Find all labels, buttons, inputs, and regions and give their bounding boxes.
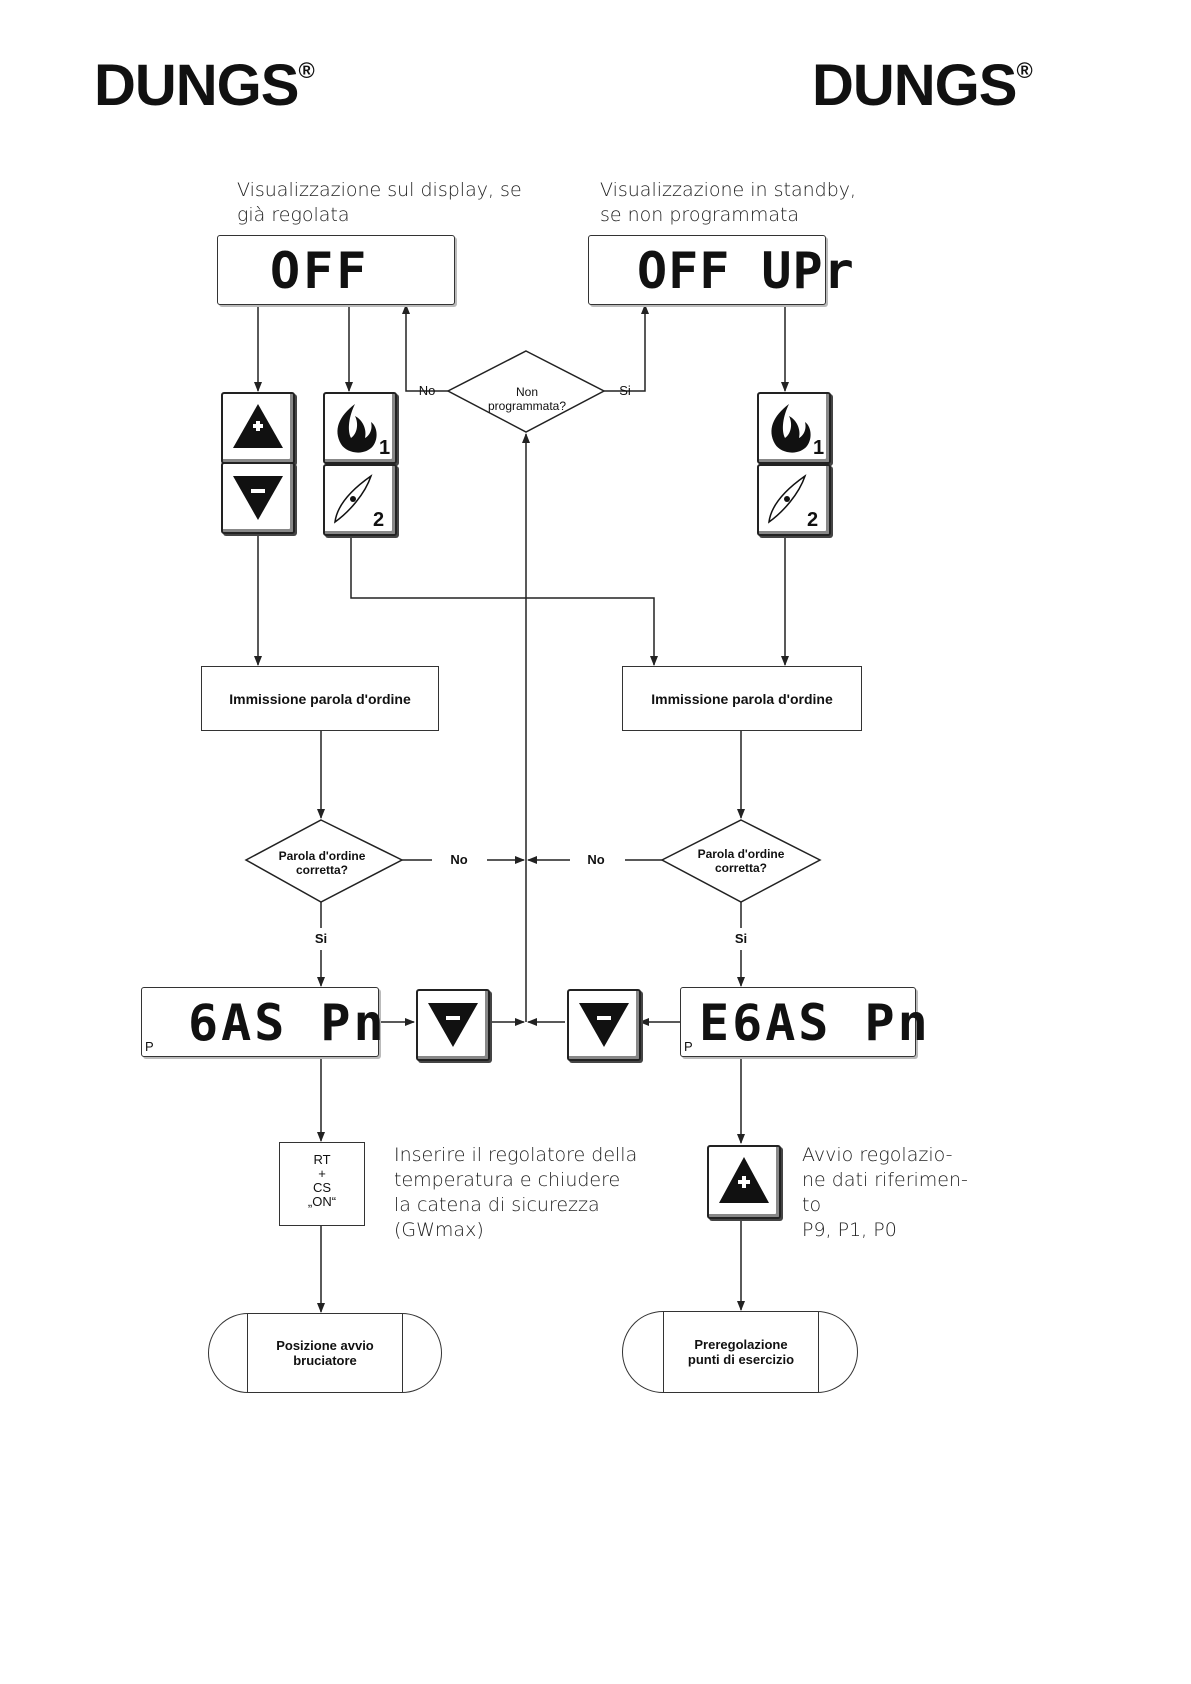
right-off-upr-display: OFF UPr	[588, 235, 854, 305]
fan-number: 2	[807, 509, 818, 531]
minus-button[interactable]	[221, 462, 295, 534]
left-instruction: Inserire il regolatore della temperatura…	[394, 1144, 638, 1241]
left-caption: Visualizzazione sul display, se già rego…	[237, 179, 522, 226]
center-no-label: No	[418, 383, 436, 398]
plus-button-icon	[719, 1157, 769, 1203]
fan-blade-icon: 2	[768, 474, 818, 531]
flame-icon: 1	[771, 404, 824, 459]
plus-button-right[interactable]	[707, 1145, 781, 1219]
fan-blade-icon: 2	[334, 474, 384, 531]
center-yes-label: Si	[619, 383, 631, 398]
fan-button-right[interactable]: 2	[757, 464, 831, 536]
minus-button-icon	[579, 1003, 629, 1047]
left-gas-display: 6AS Pn P	[141, 987, 384, 1057]
logo-left: DUNGS®	[94, 53, 315, 118]
left-yes-label: Si	[314, 931, 328, 946]
left-password-box: Immissione parola d'ordine	[201, 666, 439, 731]
flame-icon: 1	[337, 404, 390, 459]
right-password-decision-shape	[660, 819, 822, 903]
fan-button-left[interactable]: 2	[323, 464, 397, 536]
minus-button-center-right[interactable]	[567, 989, 641, 1061]
left-password-decision-shape	[244, 819, 404, 903]
minus-button-center-left[interactable]	[416, 989, 490, 1061]
flame-button-right[interactable]: 1	[757, 392, 831, 464]
right-instruction: Avvio regolazio- ne dati riferimen- to P…	[802, 1144, 968, 1241]
flame-number: 1	[379, 437, 390, 459]
non-programmata-decision-shape	[446, 350, 606, 433]
minus-button-icon	[233, 476, 283, 520]
flame-number: 1	[813, 437, 824, 459]
rt-cs-on-box: RT + CS „ON“	[279, 1142, 365, 1226]
plus-button-icon	[233, 404, 283, 448]
left-no-label: No	[450, 852, 468, 867]
minus-button-icon	[428, 1003, 478, 1047]
right-no-label: No	[587, 852, 605, 867]
logo-right: DUNGS®	[812, 53, 1033, 118]
flame-button-left[interactable]: 1	[323, 392, 397, 464]
left-off-display: OFF	[217, 235, 455, 305]
plus-button[interactable]	[221, 392, 295, 464]
right-password-box: Immissione parola d'ordine	[622, 666, 862, 731]
right-yes-label: Si	[734, 931, 748, 946]
right-gas-display: E6AS Pn P	[680, 987, 928, 1057]
right-caption: Visualizzazione in standby, se non progr…	[600, 179, 857, 226]
fan-number: 2	[373, 509, 384, 531]
